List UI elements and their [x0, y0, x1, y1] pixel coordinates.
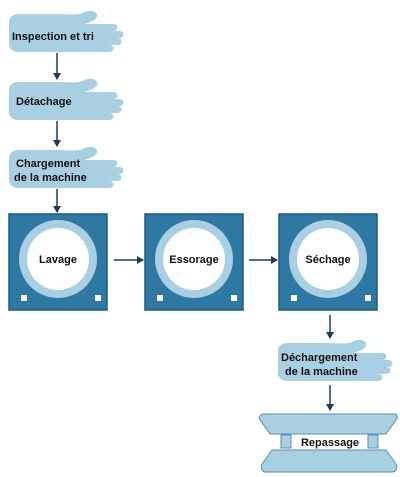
step-dechargement: Déchargement de la machine	[278, 339, 393, 381]
step-sechage: Séchage	[278, 213, 378, 311]
step-repassage: Repassage	[258, 413, 398, 473]
washing-machine-icon	[8, 213, 108, 311]
step-label: Inspection et tri	[12, 31, 94, 43]
flow-arrows	[53, 53, 334, 411]
step-detachage: Détachage	[9, 78, 124, 120]
step-chargement: Chargement de la machine	[9, 146, 124, 188]
step-label-line2: de la machine	[14, 172, 87, 184]
step-label: Repassage	[301, 437, 359, 449]
step-label: Lavage	[39, 254, 77, 266]
step-label: Séchage	[305, 254, 350, 266]
step-label: Essorage	[169, 254, 219, 266]
step-label-line2: de la machine	[285, 366, 358, 378]
step-inspection: Inspection et tri	[9, 10, 124, 52]
step-lavage: Lavage	[8, 213, 108, 311]
step-label-line1: Chargement	[16, 158, 81, 170]
step-label: Détachage	[16, 96, 72, 108]
ironing-press-icon	[258, 413, 398, 473]
washing-machine-icon	[144, 213, 244, 311]
step-essorage: Essorage	[144, 213, 244, 311]
step-label-line1: Déchargement	[281, 352, 358, 364]
washing-machine-icon	[278, 213, 378, 311]
